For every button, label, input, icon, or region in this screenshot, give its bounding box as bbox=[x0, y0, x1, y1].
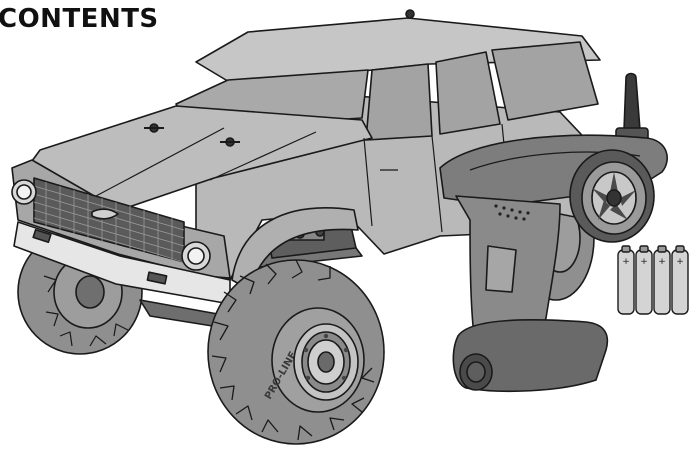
aa-battery: + bbox=[617, 245, 635, 315]
transmitter-steering-wheel bbox=[569, 149, 655, 243]
svg-text:+: + bbox=[658, 257, 666, 267]
body-mount-clips bbox=[144, 9, 415, 147]
radio-transmitter bbox=[439, 72, 668, 393]
transmitter-antenna bbox=[615, 72, 649, 143]
aa-battery: + bbox=[635, 245, 653, 315]
page-title: CONTENTS bbox=[0, 4, 159, 34]
svg-text:+: + bbox=[622, 257, 630, 267]
svg-text:+: + bbox=[640, 257, 648, 267]
front-right-wheel-rim bbox=[293, 323, 359, 401]
transmitter-trigger bbox=[485, 245, 517, 293]
transmitter-speaker-holes bbox=[494, 204, 530, 221]
front-right-tire: PRO-LINE bbox=[207, 259, 385, 445]
svg-text:+: + bbox=[676, 257, 684, 267]
aa-battery: + bbox=[671, 245, 689, 315]
aa-battery: + bbox=[653, 245, 671, 315]
rc-truck: PRO-LINE bbox=[11, 9, 601, 445]
aa-batteries: + + + + bbox=[617, 245, 689, 315]
truck-headlights bbox=[11, 179, 211, 271]
front-fender bbox=[231, 207, 359, 291]
